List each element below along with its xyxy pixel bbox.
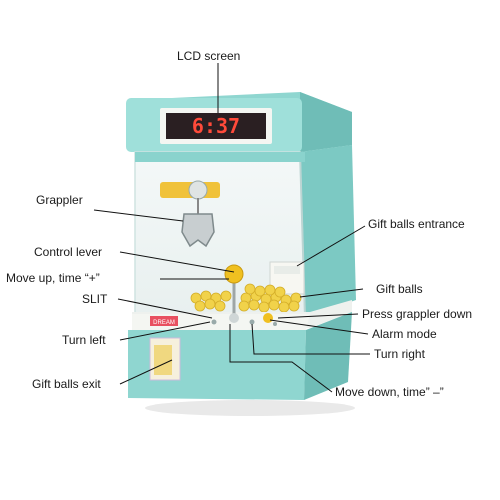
gift-ball [268,299,280,311]
leader-move-down [229,324,333,393]
label-gift-balls: Gift balls [376,282,423,296]
gift-ball [278,301,290,313]
leader-turn-left [119,321,211,341]
gift-ball [214,300,226,312]
leader-slit [117,298,213,319]
label-slit: SLIT [82,292,108,306]
grappler [160,180,220,248]
lcd-screen: 6:37 [160,108,272,144]
gift-ball [220,290,232,302]
gift-balls [190,283,302,313]
control-lever [224,264,244,323]
floor-shadow [145,400,355,416]
gift-ball [288,300,300,312]
leader-gift-balls-exit [119,359,173,385]
label-move-down: Move down, time” –” [335,385,444,399]
leader-turn-right [251,323,370,355]
label-grappler: Grappler [36,193,83,207]
gift-ball [204,298,216,310]
gift-ball [258,301,270,313]
leader-lines [93,63,370,393]
label-gift-balls-exit: Gift balls exit [32,377,101,391]
leader-alarm [269,319,369,335]
label-gift-balls-entrance: Gift balls entrance [368,217,465,231]
front-panel-text: DREAM [153,320,175,326]
gift-ball [264,284,276,296]
leader-press-down [277,313,359,319]
label-move-up: Move up, time “+” [6,271,100,285]
label-press-grappler-down: Press grappler down [362,307,473,321]
gift-ball [244,283,256,295]
lcd-time: 6:37 [192,114,240,138]
gift-balls-entrance [269,261,305,295]
gift-ball [254,285,266,297]
leader-gift-balls [299,288,364,298]
side-body [300,145,356,318]
label-turn-right: Turn right [374,347,425,361]
label-turn-left: Turn left [62,333,106,347]
gift-ball [194,300,206,312]
label-control-lever: Control lever [34,245,103,259]
control-panel: DREAM [132,300,352,330]
leader-control-lever [119,251,235,273]
lower-base [128,312,352,400]
gift-ball [238,300,250,312]
leader-grappler [93,209,184,222]
gift-ball [248,299,260,311]
gift-ball [274,286,286,298]
label-lcd-screen: LCD screen [177,49,241,63]
label-alarm-mode: Alarm mode [372,327,437,341]
leader-entrance [296,225,366,267]
